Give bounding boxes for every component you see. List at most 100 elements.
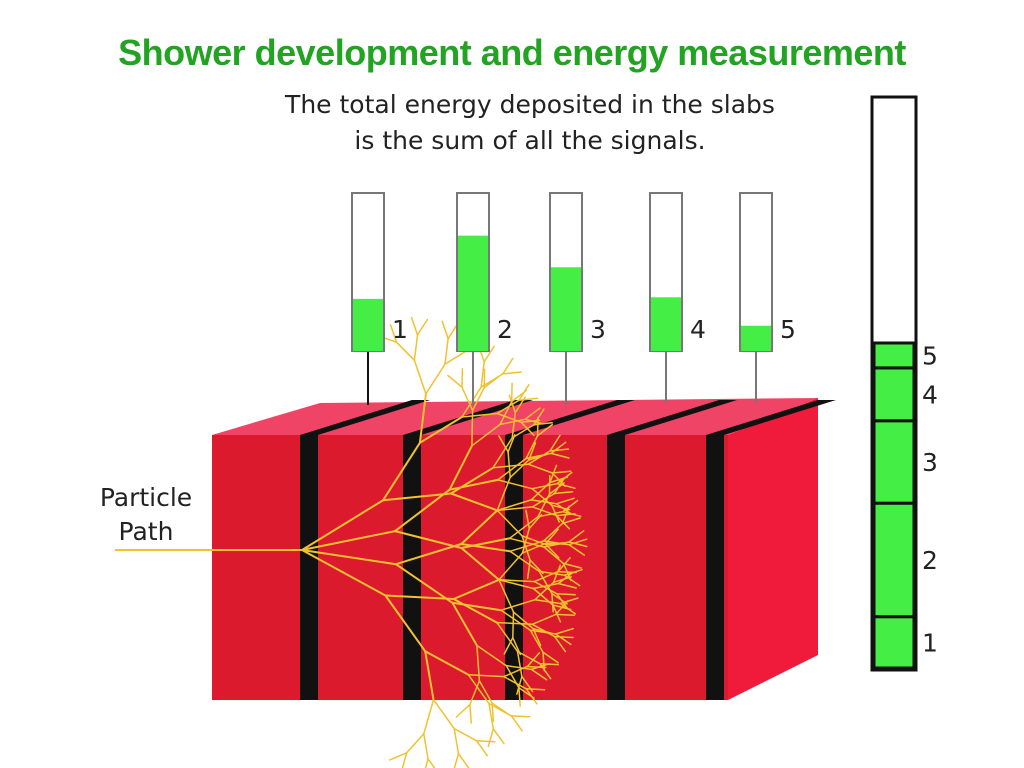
shower-branch	[425, 363, 446, 395]
shower-branch	[507, 434, 516, 453]
shower-branch	[526, 665, 547, 669]
shower-branch	[533, 570, 559, 583]
shower-branch	[475, 740, 496, 743]
shower-branch	[453, 727, 460, 755]
shower-branch	[460, 547, 500, 581]
shower-branch	[526, 652, 541, 668]
shower-branch	[529, 629, 557, 635]
meter-label-3: 3	[590, 315, 606, 344]
caption-line-2: is the sum of all the signals.	[354, 126, 705, 155]
shower-branch	[488, 702, 495, 730]
shower-branch	[394, 530, 463, 549]
shower-branch	[555, 613, 575, 617]
shower-branch	[509, 540, 545, 553]
shower-branch	[521, 535, 547, 546]
shower-branch	[423, 733, 429, 760]
shower-branch	[518, 397, 539, 401]
shower-branch	[553, 490, 574, 495]
shower-branch	[475, 740, 489, 757]
shower-branch	[502, 371, 522, 375]
shower-branch	[384, 594, 427, 653]
shower-branch	[568, 543, 586, 556]
shower-branch	[476, 644, 507, 667]
shower-branch	[301, 530, 397, 551]
particle-shower	[301, 316, 588, 768]
shower-branch	[497, 479, 533, 490]
shower-branch	[496, 476, 511, 512]
shower-branch	[450, 492, 499, 512]
absorber-plate-top-2	[403, 400, 533, 435]
shower-branch	[557, 582, 577, 589]
shower-branch	[461, 386, 474, 412]
shower-branch	[539, 662, 560, 666]
shower-branch	[534, 598, 561, 605]
shower-branch	[480, 361, 485, 388]
meter-fill-3	[551, 267, 581, 351]
shower-branch	[531, 492, 556, 508]
shower-branch	[424, 758, 429, 768]
shower-branch	[502, 357, 514, 375]
shower-branch	[534, 581, 555, 601]
shower-branch	[424, 650, 435, 701]
shower-branch	[510, 715, 531, 718]
shower-branch	[488, 702, 513, 717]
shower-branch	[561, 505, 570, 525]
shower-branch	[427, 758, 436, 768]
shower-branch	[526, 559, 531, 580]
shower-branch	[525, 688, 538, 705]
shower-branch	[521, 542, 547, 554]
shower-branch	[531, 613, 557, 626]
shower-branch	[550, 441, 567, 455]
shower-branch	[389, 324, 398, 343]
shower-branch	[528, 442, 537, 461]
meter-tube-5	[739, 192, 773, 352]
shower-branch	[508, 394, 517, 414]
shower-branch	[395, 341, 416, 362]
shower-branch	[452, 578, 500, 600]
shower-branch	[531, 623, 556, 638]
shower-branch	[556, 593, 576, 596]
total-segment-label-3: 3	[922, 448, 938, 477]
total-segment-label-2: 2	[922, 546, 938, 575]
absorber-plate-1	[300, 435, 318, 700]
shower-branch	[500, 609, 532, 631]
shower-branch	[543, 546, 565, 565]
shower-branch	[487, 728, 495, 748]
shower-branch	[394, 543, 463, 566]
block-front-face	[212, 435, 728, 700]
shower-branch	[539, 662, 552, 680]
shower-branch	[527, 463, 554, 474]
shower-branch	[478, 680, 493, 704]
shower-branch	[521, 535, 531, 561]
shower-branch	[510, 715, 523, 732]
shower-branch	[496, 499, 532, 512]
shower-branch	[536, 423, 554, 437]
meter-label-5: 5	[780, 315, 796, 344]
shower-branch	[460, 543, 511, 553]
shower-branch	[521, 527, 531, 554]
absorber-plate-top-1	[300, 400, 430, 435]
shower-branch	[552, 564, 562, 584]
total-segment-4	[872, 366, 916, 423]
shower-branch	[555, 497, 575, 505]
absorber-plate-4	[607, 435, 625, 700]
caption-line-1: The total energy deposited in the slabs	[284, 90, 775, 119]
meter-label-1: 1	[392, 315, 408, 344]
shower-branch	[469, 703, 472, 724]
shower-branch	[568, 541, 588, 548]
shower-branch	[554, 627, 574, 635]
shower-branch	[441, 320, 449, 340]
shower-branch	[545, 542, 566, 545]
particle-label-line-2: Path	[119, 517, 174, 546]
shower-branch	[537, 510, 564, 518]
shower-branch	[444, 337, 449, 365]
meter-fill-5	[741, 325, 771, 351]
shower-branch	[432, 698, 455, 730]
shower-branch	[552, 576, 572, 584]
shower-branch	[505, 664, 533, 671]
block-side-face	[728, 398, 818, 700]
shower-branch	[555, 503, 573, 515]
